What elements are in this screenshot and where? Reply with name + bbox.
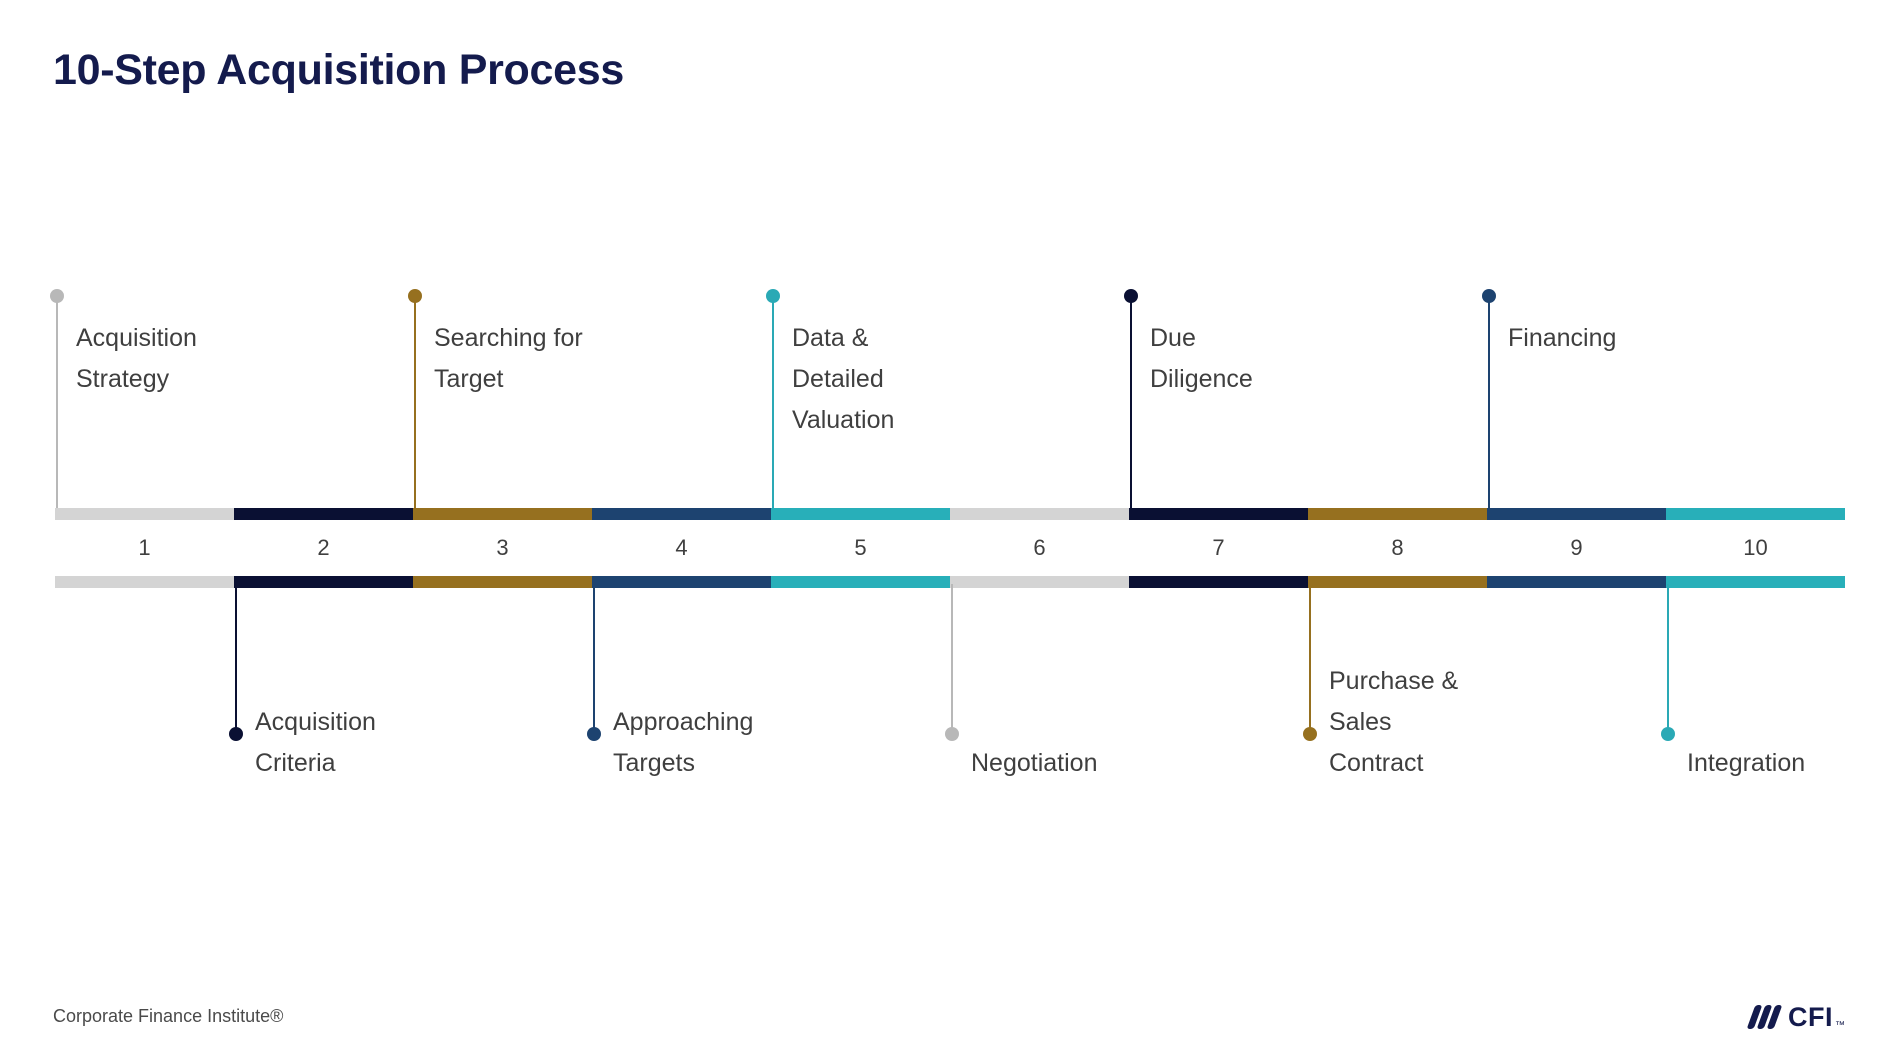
- step-label-1: Acquisition Strategy: [76, 324, 197, 393]
- timeline-segment-9: [1487, 576, 1666, 588]
- step-number-9: 9: [1570, 535, 1583, 560]
- step-label-9: Financing: [1508, 324, 1617, 352]
- connector-dot-step-4: [587, 727, 601, 741]
- timeline-segment-3: [413, 508, 592, 520]
- step-number-1: 1: [138, 535, 151, 560]
- connector-dot-step-7: [1124, 289, 1138, 303]
- step-number-10: 10: [1743, 535, 1768, 560]
- connector-dot-step-9: [1482, 289, 1496, 303]
- step-number-2: 2: [317, 535, 330, 560]
- connector-dot-step-2: [229, 727, 243, 741]
- connector-dot-step-8: [1303, 727, 1317, 741]
- connector-line-step-5: [766, 289, 780, 512]
- timeline-segment-8: [1308, 576, 1487, 588]
- cfi-wordmark: CFI: [1788, 1001, 1833, 1032]
- step-label-10: Integration: [1687, 749, 1806, 777]
- timeline-segment-2: [234, 508, 413, 520]
- cfi-slashes-icon: [1746, 1005, 1783, 1029]
- timeline-segment-2: [234, 576, 413, 588]
- connector-line-step-3: [408, 289, 422, 512]
- step-number-4: 4: [675, 535, 688, 560]
- timeline-segment-4: [592, 576, 771, 588]
- timeline-bar-bottom: [55, 576, 1845, 588]
- step-number-6: 6: [1033, 535, 1046, 560]
- connector-dot-step-6: [945, 727, 959, 741]
- connector-line-step-7: [1124, 289, 1138, 512]
- cfi-logo: CFI ™: [1746, 1000, 1845, 1034]
- step-number-8: 8: [1391, 535, 1404, 560]
- timeline-step-numbers: 1 2 3 4 5 6 7 8 9 10: [55, 520, 1845, 576]
- timeline-segment-5: [771, 576, 950, 588]
- step-number-5: 5: [854, 535, 867, 560]
- timeline-segment-9: [1487, 508, 1666, 520]
- connector-line-step-2: [229, 584, 243, 741]
- connector-line-step-10: [1661, 584, 1675, 741]
- footer-attribution: Corporate Finance Institute®: [53, 1006, 284, 1026]
- connector-dot-step-3: [408, 289, 422, 303]
- timeline-segment-3: [413, 576, 592, 588]
- step-label-2: Acquisition Criteria: [255, 708, 376, 777]
- page-title: 10-Step Acquisition Process: [53, 46, 624, 94]
- timeline-segment-10: [1666, 508, 1845, 520]
- timeline-segment-5: [771, 508, 950, 520]
- step-label-3: Searching for Target: [434, 324, 583, 393]
- timeline-segment-8: [1308, 508, 1487, 520]
- timeline-segment-7: [1129, 576, 1308, 588]
- connector-line-step-9: [1482, 289, 1496, 512]
- timeline-segment-4: [592, 508, 771, 520]
- step-number-3: 3: [496, 535, 509, 560]
- step-label-5: Data & Detailed Valuation: [792, 324, 895, 434]
- step-number-7: 7: [1212, 535, 1225, 560]
- timeline-segment-6: [950, 508, 1129, 520]
- step-label-8: Purchase & Sales Contract: [1329, 667, 1459, 777]
- timeline-segment-1: [55, 576, 234, 588]
- connector-line-step-1: [50, 289, 64, 512]
- timeline-segment-6: [950, 576, 1129, 588]
- timeline-segment-10: [1666, 576, 1845, 588]
- timeline-segment-7: [1129, 508, 1308, 520]
- step-label-6: Negotiation: [971, 749, 1098, 777]
- connector-dot-step-5: [766, 289, 780, 303]
- connector-line-step-6: [945, 584, 959, 741]
- step-label-7: Due Diligence: [1150, 324, 1253, 393]
- step-label-4: Approaching Targets: [613, 708, 754, 777]
- timeline-bar-top: [55, 508, 1845, 520]
- connector-dot-step-10: [1661, 727, 1675, 741]
- connector-line-step-4: [587, 584, 601, 741]
- connector-line-step-8: [1303, 584, 1317, 741]
- timeline-bar: 1 2 3 4 5 6 7 8 9 10: [55, 508, 1845, 588]
- timeline-segment-1: [55, 508, 234, 520]
- cfi-trademark-symbol: ™: [1835, 1020, 1845, 1031]
- connector-dot-step-1: [50, 289, 64, 303]
